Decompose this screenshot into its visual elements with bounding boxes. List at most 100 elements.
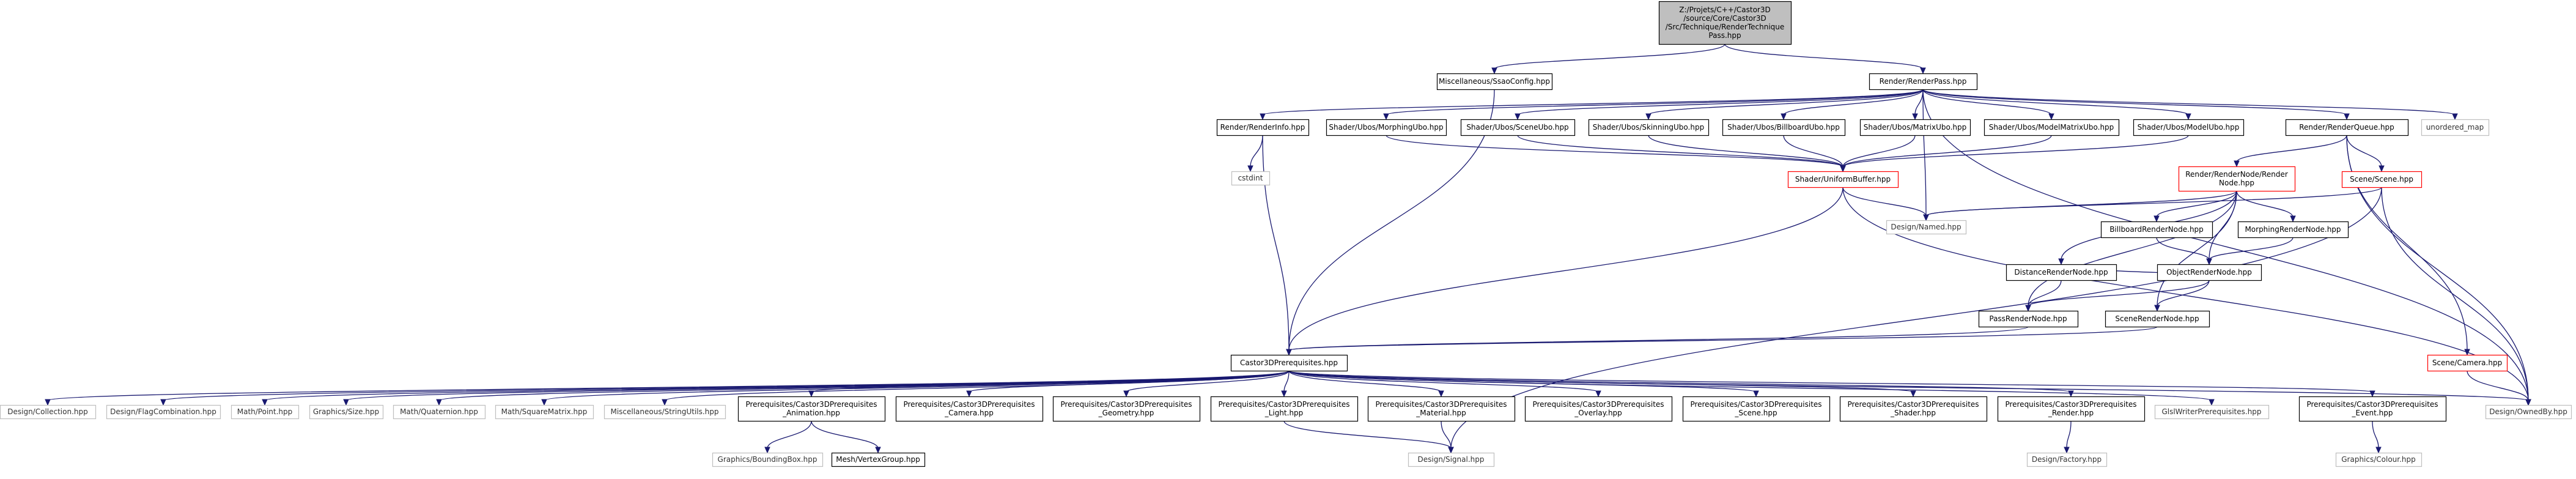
edge-matrixubo-to-uniformbuffer [1840,135,1916,173]
node-passnode[interactable]: PassRenderNode.hpp [1978,310,2079,328]
node-label: Castor3DPrerequisites.hpp [1240,358,1338,367]
node-box [1859,119,1971,136]
node-billboardnode[interactable]: BillboardRenderNode.hpp [2100,221,2213,239]
node-label: SceneRenderNode.hpp [2115,314,2199,323]
node-p_ovl[interactable]: Prerequisites/Castor3DPrerequisites_Over… [1524,396,1673,422]
node-quat: Math/Quaternion.hpp [393,404,486,420]
node-box [603,404,726,420]
edge-rendernode-to-passnode [2025,190,2237,312]
node-p_mat[interactable]: Prerequisites/Castor3DPrerequisites_Mate… [1367,396,1516,422]
edge-root-to-renderpass [1724,43,1926,75]
node-label: Prerequisites/Castor3DPrerequisites [1847,400,1979,409]
node-label: cstdint [1238,174,1263,182]
node-rendernode[interactable]: Render/RenderNode/RenderNode.hpp [2178,166,2296,192]
node-objectnode[interactable]: ObjectRenderNode.hpp [2157,264,2262,281]
node-label: Design/OwnedBy.hpp [2489,407,2567,416]
node-bbox: Graphics/BoundingBox.hpp [712,452,824,467]
node-prereq[interactable]: Castor3DPrerequisites.hpp [1230,354,1348,372]
node-p_event[interactable]: Prerequisites/Castor3DPrerequisites_Even… [2298,396,2447,422]
node-p_render[interactable]: Prerequisites/Castor3DPrerequisites_Rend… [1997,396,2146,422]
node-label: Prerequisites/Castor3DPrerequisites [2005,400,2136,409]
node-p_light[interactable]: Prerequisites/Castor3DPrerequisites_Ligh… [1210,396,1359,422]
node-point: Math/Point.hpp [231,404,300,420]
node-label: Z:/Projets/C++/Castor3D [1679,6,1770,14]
node-box [1524,396,1673,422]
node-p_shader[interactable]: Prerequisites/Castor3DPrerequisites_Shad… [1839,396,1988,422]
node-label: Design/Collection.hpp [7,407,87,416]
node-renderpass[interactable]: Render/RenderPass.hpp [1869,73,1978,91]
node-p_scene[interactable]: Prerequisites/Castor3DPrerequisites_Scen… [1682,396,1831,422]
node-label: _Light.hpp [1264,409,1304,417]
edge-prereq-to-p_mat [1288,370,1444,398]
node-renderinfo[interactable]: Render/RenderInfo.hpp [1216,119,1310,136]
edge-p_light-to-signal [1283,420,1454,454]
node-vgroup[interactable]: Mesh/VertexGroup.hpp [831,452,926,467]
node-scenehpp[interactable]: Scene/Scene.hpp [2341,171,2423,188]
node-label: Node.hpp [2219,179,2254,187]
node-cstdint: cstdint [1231,171,1271,186]
edge-prereq-to-p_geom [1123,370,1290,398]
node-morphingubo[interactable]: Shader/Ubos/MorphingUbo.hpp [1326,119,1447,136]
node-billboardubo[interactable]: Shader/Ubos/BillboardUbo.hpp [1722,119,1846,136]
node-label: _Scene.hpp [1734,409,1777,417]
edge-rendernode-to-morphingnode [2236,190,2296,223]
node-box [2133,119,2245,136]
node-label: Render/RenderInfo.hpp [1220,123,1305,132]
node-sqmatrix: Math/SquareMatrix.hpp [495,404,594,420]
node-root[interactable]: Z:/Projets/C++/Castor3D/source/Core/Cast… [1658,1,1792,45]
node-label: unordered_map [2426,123,2484,132]
node-box [1436,73,1553,91]
edge-scenenode-to-prereq [1286,326,2158,356]
node-label: Math/Point.hpp [237,407,293,416]
edge-renderqueue-to-rendernode [2234,135,2347,168]
edge-scenehpp-to-named [1923,187,2382,221]
node-label: Design/Signal.hpp [1418,455,1485,464]
node-uniformbuffer[interactable]: Shader/UniformBuffer.hpp [1787,171,1899,188]
node-label: Graphics/BoundingBox.hpp [718,455,817,464]
node-p_geom[interactable]: Prerequisites/Castor3DPrerequisites_Geom… [1052,396,1201,422]
node-distancenode[interactable]: DistanceRenderNode.hpp [2006,264,2117,281]
node-scenenode[interactable]: SceneRenderNode.hpp [2105,310,2210,328]
node-skinningubo[interactable]: Shader/Ubos/SkinningUbo.hpp [1588,119,1710,136]
node-morphingnode[interactable]: MorphingRenderNode.hpp [2237,221,2349,239]
edge-morphingnode-to-objectnode [2206,237,2294,265]
edge-renderpass-to-renderqueue [1922,89,2350,121]
edge-renderpass-to-renderinfo [1260,89,1924,121]
node-label: Render/RenderQueue.hpp [2299,123,2394,132]
edge-root-to-syncconfig [1491,43,1725,75]
node-label: Graphics/Colour.hpp [2341,455,2416,464]
node-label: Shader/Ubos/SkinningUbo.hpp [1593,123,1704,132]
node-label: /source/Core/Castor3D [1683,14,1766,23]
node-label: Shader/Ubos/BillboardUbo.hpp [1727,123,1840,132]
node-box [1722,119,1846,136]
edge-p_render-to-factory [2064,420,2072,454]
node-label: Miscellaneous/SsaoConfig.hpp [1439,77,1550,86]
node-matrixubo[interactable]: Shader/Ubos/MatrixUbo.hpp [1859,119,1971,136]
node-p_cam[interactable]: Prerequisites/Castor3DPrerequisites_Came… [895,396,1044,422]
node-label: GlslWriterPrerequisites.hpp [2161,407,2261,416]
node-flagcomb: Design/FlagCombination.hpp [106,404,221,420]
node-box [1978,310,2079,328]
node-box [2026,452,2108,467]
node-sceneubo[interactable]: Shader/Ubos/SceneUbo.hpp [1460,119,1576,136]
edge-prereq-to-glsl [1288,370,2215,406]
node-label: _Animation.hpp [782,409,840,417]
node-ownedby: Design/OwnedBy.hpp [2485,404,2572,420]
node-modelubo[interactable]: Shader/Ubos/ModelUbo.hpp [2133,119,2245,136]
edge-objectnode-to-scenenode [2154,280,2210,312]
node-box [1658,1,1792,45]
node-camera[interactable]: Scene/Camera.hpp [2427,354,2508,372]
node-box [1408,452,1495,467]
node-box [1367,396,1516,422]
node-modelmatrixubo[interactable]: Shader/Ubos/ModelMatrixUbo.hpp [1984,119,2120,136]
node-box [712,452,824,467]
node-signal: Design/Signal.hpp [1408,452,1495,467]
node-collection: Design/Collection.hpp [0,404,97,420]
node-box [1869,73,1978,91]
node-label: /Src/Technique/RenderTechnique [1666,23,1785,31]
node-p_anim[interactable]: Prerequisites/Castor3DPrerequisites_Anim… [737,396,886,422]
node-renderqueue[interactable]: Render/RenderQueue.hpp [2285,119,2409,136]
node-box [1210,396,1359,422]
node-syncconfig[interactable]: Miscellaneous/SsaoConfig.hpp [1436,73,1553,91]
